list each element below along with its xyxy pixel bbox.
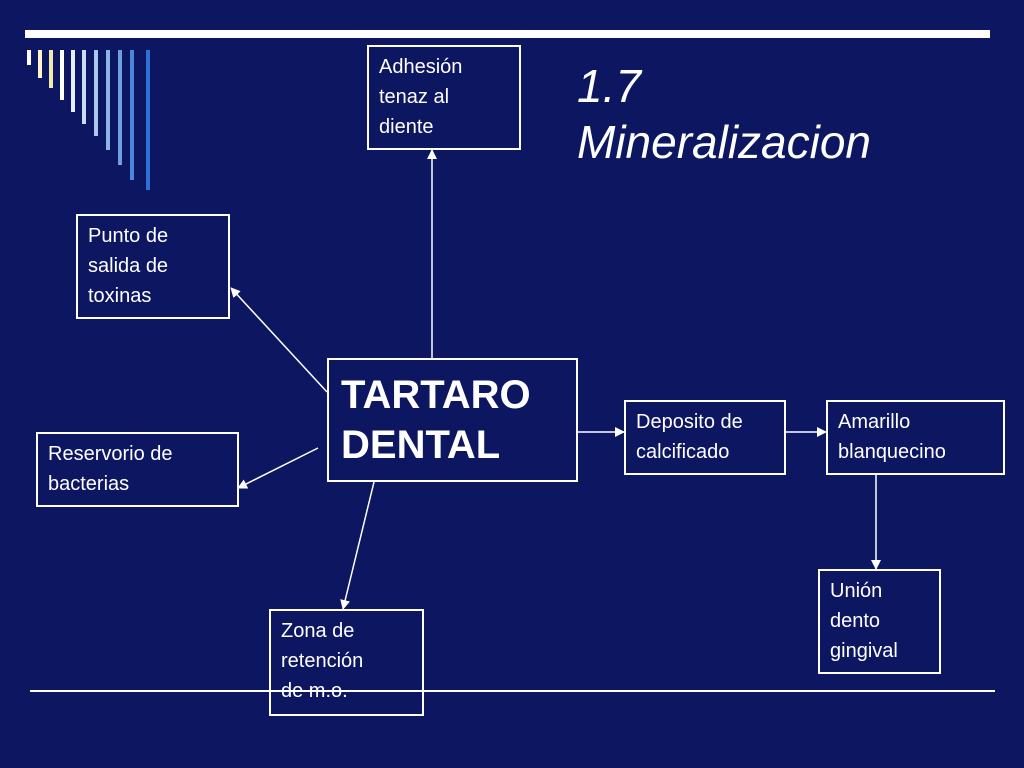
deco-bar	[130, 50, 134, 180]
node-line: blanquecino	[838, 441, 946, 463]
node-line: Punto de	[88, 225, 169, 247]
center-line: TARTARO	[341, 373, 531, 417]
deco-bar	[71, 50, 75, 112]
node-line: diente	[379, 116, 434, 138]
node-line: calcificado	[636, 441, 730, 463]
deco-bar	[82, 50, 86, 124]
node-adhesion: Adhesión tenaz al diente	[367, 45, 521, 150]
center-line: DENTAL	[341, 423, 501, 467]
node-line: Deposito de	[636, 411, 743, 433]
deco-bar	[38, 50, 42, 78]
node-line: tenaz al	[379, 86, 450, 108]
node-line: Unión	[830, 580, 883, 602]
node-deposito: Deposito de calcificado	[624, 400, 786, 475]
deco-bar	[60, 50, 64, 100]
node-line: salida de	[88, 255, 169, 277]
title-line: Mineralizacion	[577, 116, 872, 168]
node-zona: Zona de retención de m.o.	[269, 609, 424, 716]
top-rule	[25, 30, 990, 38]
arrow-to-reservorio	[237, 447, 319, 489]
node-union: Unión dento gingival	[818, 569, 941, 674]
arrow-to-zona	[340, 481, 375, 610]
deco-bar	[106, 50, 110, 150]
deco-bar	[118, 50, 122, 165]
slide-title: 1.7 Mineralizacion	[577, 58, 871, 170]
title-line: 1.7	[577, 60, 641, 112]
node-reservorio: Reservorio de bacterias	[36, 432, 239, 507]
node-line: Adhesión	[379, 56, 463, 78]
node-line: retención	[281, 650, 364, 672]
node-line: dento	[830, 610, 881, 632]
deco-bar	[27, 50, 31, 65]
deco-bar	[146, 50, 150, 190]
node-line: gingival	[830, 640, 898, 662]
node-amarillo: Amarillo blanquecino	[826, 400, 1005, 475]
node-line: Zona de	[281, 620, 355, 642]
deco-bar	[49, 50, 53, 88]
node-line: toxinas	[88, 285, 152, 307]
deco-bar	[94, 50, 98, 136]
node-line: Reservorio de	[48, 443, 173, 465]
node-center: TARTARO DENTAL	[327, 358, 578, 482]
arrow-to-punto	[230, 287, 328, 393]
node-line: Amarillo	[838, 411, 911, 433]
node-line: de m.o.	[281, 680, 348, 702]
bottom-rule	[30, 690, 995, 692]
node-punto: Punto de salida de toxinas	[76, 214, 230, 319]
node-line: bacterias	[48, 473, 130, 495]
